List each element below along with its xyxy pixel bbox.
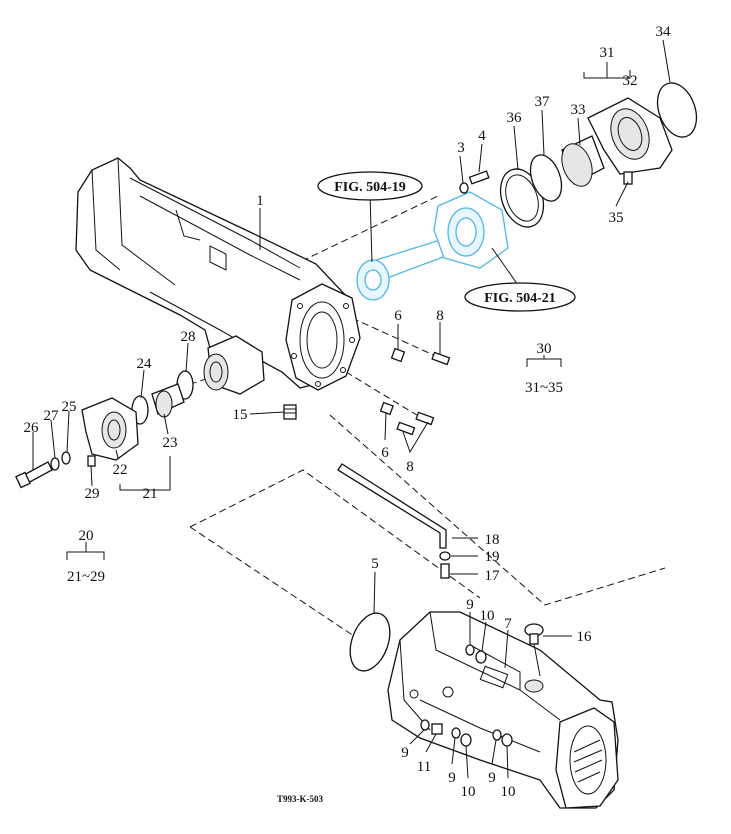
stud-bolt-upper xyxy=(431,351,451,366)
bolt-26 xyxy=(15,461,53,489)
callout: 17 xyxy=(485,568,501,584)
drain-plug xyxy=(283,404,297,420)
lower-case xyxy=(387,611,619,809)
callout: 19 xyxy=(485,549,500,565)
clamp-19 xyxy=(439,551,451,561)
callout: 30 xyxy=(537,341,552,357)
callout: 37 xyxy=(535,94,551,110)
callout: 29 xyxy=(85,486,100,502)
support-bracket-32 xyxy=(587,97,673,175)
callout: 1 xyxy=(256,193,264,209)
o-ring-34 xyxy=(656,82,698,138)
leader-lines xyxy=(32,39,671,779)
seal-washer-9c xyxy=(451,727,461,739)
seal-washer-9a xyxy=(465,644,475,656)
callout: 27 xyxy=(44,408,60,424)
callout: 8 xyxy=(436,308,444,324)
axle-housing xyxy=(75,157,361,395)
callout: 8 xyxy=(406,459,414,475)
dowel-pin-lower xyxy=(379,401,394,416)
callout: 31~35 xyxy=(525,380,563,396)
callout: 16 xyxy=(577,629,593,645)
bushing-23 xyxy=(151,383,185,418)
callout: 9 xyxy=(488,770,496,786)
washer-25 xyxy=(61,451,71,465)
washer-27 xyxy=(50,457,60,471)
callout: 35 xyxy=(609,210,624,226)
callout: 7 xyxy=(504,616,512,632)
callout: 3 xyxy=(457,140,465,156)
bolt-4 xyxy=(468,170,490,185)
callout: 18 xyxy=(485,532,500,548)
callouts: 1 3 4 36 37 33 31 32 34 35 6 8 30 31~35 … xyxy=(24,24,672,800)
callout: 15 xyxy=(233,407,248,423)
callout: 31 xyxy=(600,45,615,61)
alignment-lines xyxy=(177,194,666,641)
callout: 36 xyxy=(507,110,523,126)
callout: 28 xyxy=(181,329,196,345)
grease-nipple-35 xyxy=(623,171,633,185)
callout: 10 xyxy=(461,784,476,800)
drawing-code: T993-K-503 xyxy=(277,794,323,804)
callout: 6 xyxy=(394,308,402,324)
plug-10c xyxy=(501,733,513,747)
callout: 11 xyxy=(417,759,431,775)
callout: 22 xyxy=(113,462,128,478)
o-ring-5 xyxy=(349,612,391,672)
plug-11 xyxy=(431,723,443,735)
seal-washer-9b xyxy=(420,719,430,731)
axle-shaft-fig-504-19 xyxy=(356,239,447,301)
fitting-17 xyxy=(440,563,450,579)
plug-10a xyxy=(475,650,487,664)
callout: 34 xyxy=(656,24,672,40)
dipstick-16 xyxy=(524,623,544,677)
figure-ref-504-21[interactable]: FIG. 504-21 xyxy=(464,282,576,312)
grease-nipple-29 xyxy=(87,455,96,467)
breather-pipe-18 xyxy=(337,463,447,549)
callout: 4 xyxy=(478,128,486,144)
callout: 33 xyxy=(571,102,586,118)
bushing-33 xyxy=(561,135,605,187)
callout: 23 xyxy=(163,435,178,451)
callout: 24 xyxy=(137,356,153,372)
support-bracket-22 xyxy=(81,397,139,461)
figure-ref-label: FIG. 504-21 xyxy=(484,291,556,306)
callout: 5 xyxy=(371,556,379,572)
seal-washer-9d xyxy=(492,729,502,741)
callout: 9 xyxy=(466,597,474,613)
plug-10b xyxy=(460,733,472,747)
callout: 21~29 xyxy=(67,569,105,585)
callout: 9 xyxy=(401,745,409,761)
bearing-housing-fig-504-21 xyxy=(433,191,509,269)
callout: 6 xyxy=(381,445,389,461)
callout: 32 xyxy=(623,73,638,89)
figure-ref-label: FIG. 504-19 xyxy=(334,180,406,195)
figure-ref-504-19[interactable]: FIG. 504-19 xyxy=(317,171,423,201)
stud-bolt-lower xyxy=(396,411,435,436)
o-ring-37 xyxy=(529,154,563,202)
callout: 9 xyxy=(448,770,456,786)
dowel-pin-upper xyxy=(390,347,406,363)
callout: 26 xyxy=(24,420,40,436)
washer-3 xyxy=(459,182,469,194)
callout: 21 xyxy=(143,486,158,502)
callout: 20 xyxy=(79,528,94,544)
callout: 10 xyxy=(480,608,495,624)
callout: 25 xyxy=(62,399,77,415)
callout: 10 xyxy=(501,784,516,800)
